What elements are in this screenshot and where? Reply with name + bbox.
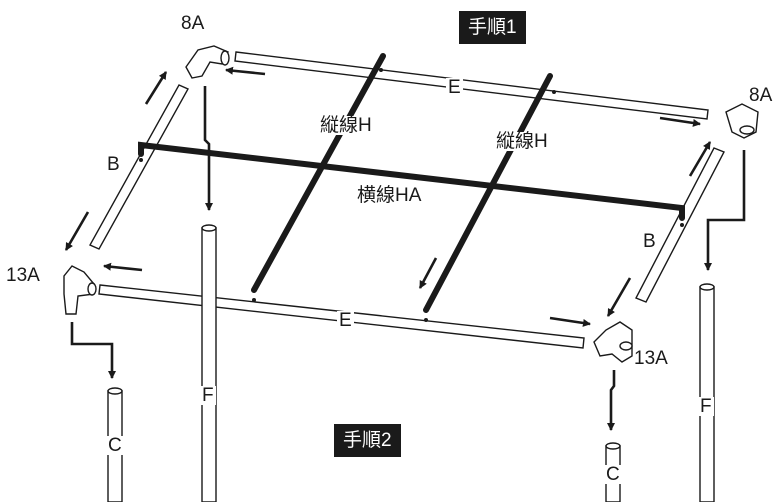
arrow-8a-left-to-f bbox=[203, 86, 213, 211]
joint-13a-left bbox=[63, 265, 97, 315]
pipe-b-left-label: B bbox=[107, 154, 120, 175]
joint-13a-left-label: 13A bbox=[6, 265, 40, 286]
wire-ha bbox=[138, 141, 685, 221]
pipe-e-top bbox=[234, 51, 709, 120]
arrow-b-right-up bbox=[688, 141, 712, 177]
pipe-c-right-label: C bbox=[604, 464, 622, 485]
joint-8a-right-label: 8A bbox=[749, 85, 773, 106]
pipe-f-left bbox=[201, 227, 217, 502]
wire-h-left bbox=[251, 53, 386, 293]
pipe-f-left-label: F bbox=[200, 385, 216, 406]
pipe-e-top-label: E bbox=[446, 77, 463, 98]
wire-h-right bbox=[423, 73, 553, 313]
joint-13a-right bbox=[593, 321, 633, 363]
joint-8a-right bbox=[725, 103, 759, 139]
arrow-13a-right-to-c bbox=[607, 370, 616, 431]
joint-8a-left bbox=[185, 45, 230, 79]
arrow-b-left-down bbox=[64, 211, 90, 251]
wire-ha-label: 横線HA bbox=[355, 185, 424, 206]
arrow-8a-right-in bbox=[659, 116, 701, 127]
arrow-8a-right-to-f bbox=[704, 150, 746, 271]
wire-h-left-label: 縦線H bbox=[318, 115, 374, 136]
arrow-8a-left-in bbox=[225, 66, 266, 76]
pipe-c-left-label: C bbox=[106, 435, 124, 456]
arrow-b-left-up bbox=[144, 71, 168, 105]
joint-8a-left-label: 8A bbox=[181, 13, 205, 34]
arrow-13a-left-in bbox=[103, 262, 143, 272]
step1-badge: 手順1 bbox=[459, 11, 526, 44]
pipe-f-right-label: F bbox=[698, 396, 714, 417]
wire-h-right-label: 縦線H bbox=[494, 131, 550, 152]
step2-badge: 手順2 bbox=[334, 424, 401, 457]
arrow-13a-right-in bbox=[549, 316, 591, 327]
pipe-b-left bbox=[89, 84, 189, 250]
arrow-wire-down bbox=[418, 257, 438, 289]
pipe-b-right-label: B bbox=[643, 231, 656, 252]
arrow-b-right-down bbox=[606, 277, 632, 317]
pipe-f-right bbox=[699, 286, 715, 502]
joint-13a-right-label: 13A bbox=[634, 348, 668, 369]
pipe-e-bottom-label: E bbox=[337, 310, 354, 331]
arrow-13a-left-to-c bbox=[70, 322, 116, 379]
